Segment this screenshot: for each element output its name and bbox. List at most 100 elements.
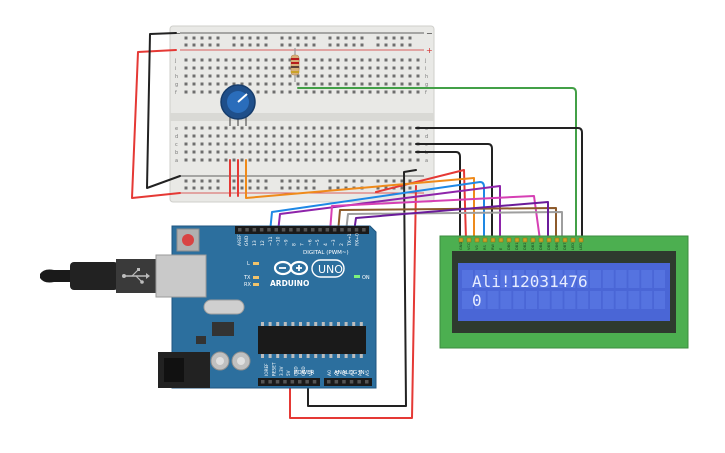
breadboard-hole (392, 58, 396, 62)
lcd-pin[interactable] (498, 237, 504, 243)
header-hole[interactable] (289, 228, 293, 232)
breadboard-hole (208, 126, 212, 130)
breadboard-hole (272, 126, 276, 130)
header-hole[interactable] (365, 380, 369, 384)
header-hole[interactable] (296, 228, 300, 232)
header-hole[interactable] (283, 380, 287, 384)
row-letter: i (425, 66, 426, 72)
on-label: ON (362, 275, 370, 281)
header-hole[interactable] (238, 228, 242, 232)
breadboard-hole (296, 43, 300, 47)
breadboard-hole (384, 90, 388, 94)
header-hole[interactable] (261, 380, 265, 384)
header-hole[interactable] (305, 380, 309, 384)
header-hole[interactable] (354, 228, 359, 232)
lcd-pin[interactable] (514, 237, 520, 243)
lcd-pin[interactable] (562, 237, 568, 243)
bottom-header-holes (261, 380, 369, 384)
breadboard-hole (280, 150, 284, 154)
breadboard-hole (184, 150, 188, 154)
lcd-cell (564, 270, 576, 288)
breadboard-hole (288, 150, 292, 154)
header-hole[interactable] (245, 228, 249, 232)
header-hole[interactable] (311, 228, 315, 232)
header-hole[interactable] (325, 228, 330, 232)
lcd-pin[interactable] (570, 237, 576, 243)
lcd-pin[interactable] (538, 237, 544, 243)
lcd-pin[interactable] (554, 237, 560, 243)
potentiometer-icon[interactable] (220, 84, 256, 126)
breadboard-hole (248, 74, 252, 78)
lcd-cell (628, 291, 640, 309)
header-hole[interactable] (327, 380, 331, 384)
breadboard-hole (216, 58, 220, 62)
breadboard-hole (360, 82, 364, 86)
breadboard-hole (296, 134, 300, 138)
header-hole[interactable] (332, 228, 337, 232)
breadboard-hole (232, 82, 236, 86)
header-hole[interactable] (340, 228, 344, 232)
lcd-pin[interactable] (530, 237, 536, 243)
header-hole[interactable] (281, 228, 286, 232)
breadboard-hole (312, 158, 316, 162)
breadboard-hole (376, 82, 380, 86)
lcd-cell (474, 291, 486, 309)
breadboard-hole (256, 142, 260, 146)
header-hole[interactable] (349, 380, 354, 384)
header-hole[interactable] (357, 380, 361, 384)
header-hole[interactable] (268, 380, 272, 384)
header-hole[interactable] (275, 380, 280, 384)
header-hole[interactable] (290, 380, 295, 384)
lcd-pin[interactable] (458, 237, 464, 243)
header-hole[interactable] (312, 380, 317, 384)
breadboard-hole (184, 158, 188, 162)
breadboard-hole (352, 74, 356, 78)
lcd-pin[interactable] (522, 237, 528, 243)
breadboard-hole (400, 82, 404, 86)
header-hole[interactable] (274, 228, 279, 232)
lcd-pin[interactable] (474, 237, 480, 243)
lcd-pin[interactable] (506, 237, 512, 243)
breadboard-hole (240, 126, 244, 130)
breadboard-hole (256, 90, 260, 94)
breadboard-hole (352, 179, 356, 183)
breadboard-hole (400, 58, 404, 62)
reset-button-cap[interactable] (182, 234, 194, 246)
center-channel (170, 113, 434, 121)
power-pin-label: 3.3V (279, 366, 284, 376)
breadboard-hole (384, 58, 388, 62)
lcd-cell (487, 270, 499, 288)
breadboard-hole (312, 134, 316, 138)
digital-pin-label: ~5 (315, 239, 321, 246)
header-hole[interactable] (362, 228, 366, 232)
lcd-pin[interactable] (466, 237, 472, 243)
header-hole[interactable] (303, 228, 308, 232)
breadboard-hole (232, 36, 236, 40)
breadboard-hole (352, 43, 356, 47)
breadboard-hole (320, 82, 324, 86)
header-hole[interactable] (252, 228, 257, 232)
header-hole[interactable] (267, 228, 271, 232)
header-hole[interactable] (259, 228, 264, 232)
lcd-pin[interactable] (578, 237, 584, 243)
lcd-pin[interactable] (546, 237, 552, 243)
lcd-line-1: Ali!12031476 (472, 272, 588, 291)
header-hole[interactable] (342, 380, 346, 384)
breadboard-hole (328, 58, 332, 62)
breadboard-hole (392, 90, 396, 94)
breadboard-hole (184, 179, 188, 183)
breadboard-hole (320, 150, 324, 154)
breadboard-hole (344, 43, 348, 47)
row-letter: c (175, 142, 178, 148)
breadboard-hole (264, 82, 268, 86)
breadboard-hole (272, 150, 276, 154)
breadboard-hole (320, 158, 324, 162)
lcd-pin[interactable] (490, 237, 496, 243)
header-hole[interactable] (347, 228, 352, 232)
header-hole[interactable] (318, 228, 322, 232)
header-hole[interactable] (298, 380, 302, 384)
lcd-pin[interactable] (482, 237, 488, 243)
breadboard-hole (344, 90, 348, 94)
header-hole[interactable] (334, 380, 339, 384)
